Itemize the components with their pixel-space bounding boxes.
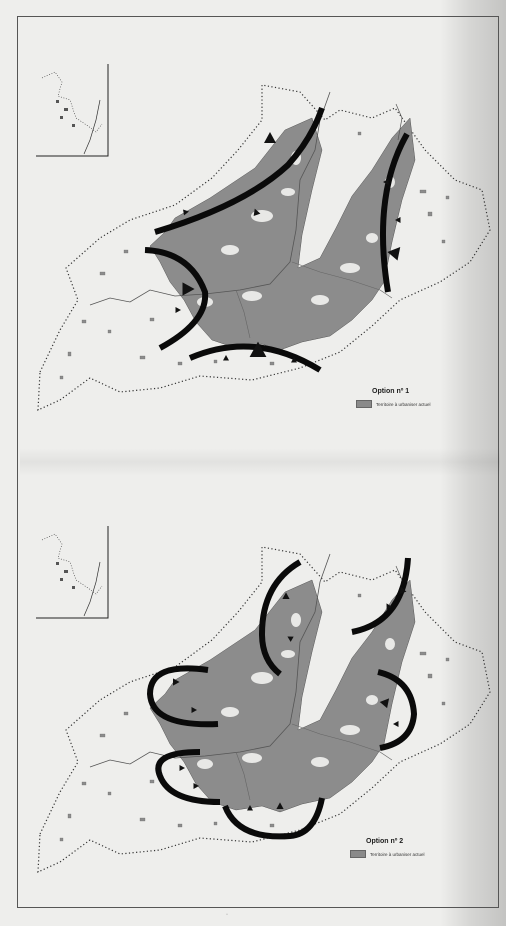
option-title: Option nº 1: [372, 388, 410, 395]
page-fold-shadow: [20, 448, 500, 476]
growth-arcs-option-2: [146, 557, 418, 840]
legend-label: Territoire à urbaniser actuel: [376, 401, 431, 407]
option-title: Option nº 2: [366, 838, 404, 845]
scan-artifact: ·: [226, 912, 228, 918]
legend-option-1: Option nº 1 Territoire à urbaniser actue…: [356, 388, 431, 408]
map-option-2: [35, 525, 491, 873]
legend-label: Territoire à urbaniser actuel: [370, 851, 425, 857]
page-frame: [17, 16, 499, 908]
growth-arcs-option-1: [144, 107, 410, 373]
legend-swatch-urban: [350, 850, 366, 858]
legend-option-2: Option nº 2 Territoire à urbaniser actue…: [350, 838, 425, 858]
map-option-1: [35, 63, 491, 411]
legend-swatch-urban: [356, 400, 372, 408]
